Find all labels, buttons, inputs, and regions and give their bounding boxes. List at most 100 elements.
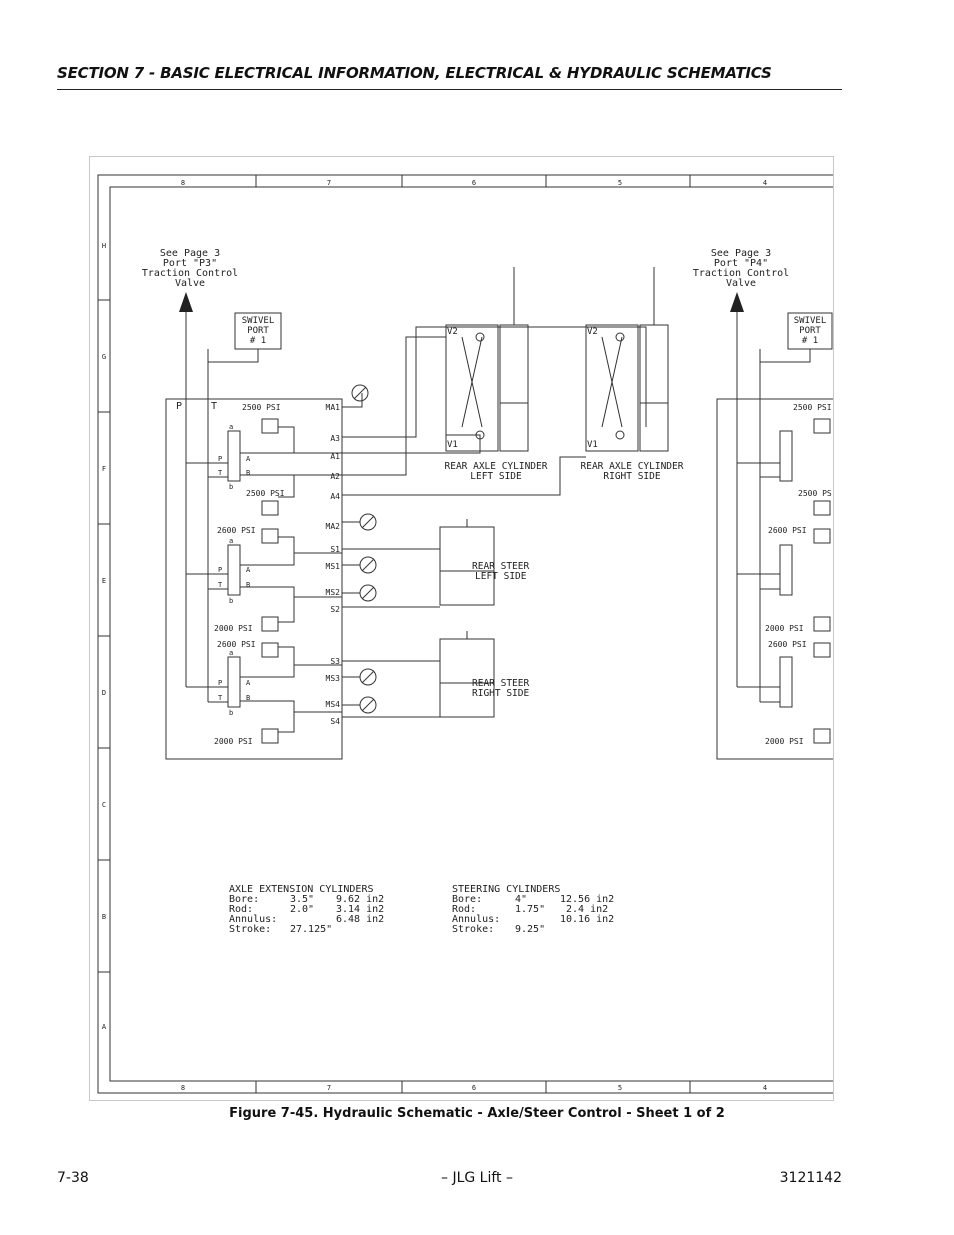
zone-top-6: 6 [472,179,476,187]
section-title: SECTION 7 - BASIC ELECTRICAL INFORMATION… [57,64,772,82]
valve-2-A: A [246,566,251,574]
valve-1-t: T [218,469,223,477]
axle-cyl-right-label-1: REAR AXLE CYLINDER [581,461,684,472]
port-ma1: MA1 [326,403,341,412]
left-note-line-3: Traction Control [142,268,238,279]
axle-spec-bore-area: 9.62 in2 [336,894,384,905]
right-pressure-label-5: 2600 PSI [768,640,807,649]
port-ms3: MS3 [326,674,341,683]
zone-top-7: 7 [327,179,331,187]
schematic-figure: 8 7 6 5 4 8 7 6 5 4 H G F E D C B A See … [89,156,834,1101]
steer-spec-annulus-label: Annulus: [452,914,500,925]
zone-top-4: 4 [763,179,767,187]
port-ma2: MA2 [326,522,341,531]
axle-cyl-right-label-2: RIGHT SIDE [603,471,660,482]
axle-spec-bore-value: 3.5" [290,894,314,905]
steer-spec-bore-label: Bore: [452,894,482,905]
right-pressure-label-6: 2000 PSI [765,737,804,746]
zone-bottom-8: 8 [181,1084,185,1092]
manifold-t-label: T [211,401,217,412]
pressure-label-6: 2000 PSI [214,737,253,746]
port-a1: A1 [330,452,340,461]
port-a2: A2 [330,472,340,481]
valve-1-b: b [229,483,233,491]
zone-top-8: 8 [181,179,185,187]
document-number: 3121142 [779,1170,842,1186]
swivel-left-label-2: PORT [247,326,269,336]
port-ms1: MS1 [326,562,341,571]
swivel-right-label-3: # 1 [802,336,818,346]
valve-3-p: P [218,679,222,687]
zone-side-a: A [102,1023,107,1031]
valve-2-a: a [229,537,233,545]
steer-left-label-1: REAR STEER [472,561,529,572]
axle-spec-title: AXLE EXTENSION CYLINDERS [229,884,374,895]
steer-right-label-1: REAR STEER [472,678,529,689]
pressure-label-3: 2600 PSI [217,526,256,535]
steer-spec-rod-value: 1.75" [515,904,545,915]
axle-spec-rod-label: Rod: [229,904,253,915]
steer-spec-rod-label: Rod: [452,904,476,915]
port-s3: S3 [330,657,340,666]
zone-side-c: C [102,801,106,809]
valve-2-b: b [229,597,233,605]
steer-spec-stroke-value: 9.25" [515,924,545,935]
port-ms4: MS4 [326,700,341,709]
axle-spec-rod-value: 2.0" [290,904,314,915]
page-number: 7-38 [57,1170,89,1186]
pressure-label-2: 2500 PSI [246,489,285,498]
zone-side-e: E [102,577,106,585]
port-a3: A3 [330,434,340,443]
right-cbv-v2: V2 [587,327,598,337]
manifold-p-label: P [176,401,182,412]
axle-spec-stroke-label: Stroke: [229,924,271,935]
axle-spec-stroke-value: 27.125" [290,924,332,935]
port-s2: S2 [330,605,340,614]
axle-spec-rod-area: 3.14 in2 [336,904,384,915]
port-s4: S4 [330,717,340,726]
left-note-line-4: Valve [175,278,205,289]
figure-caption: Figure 7-45. Hydraulic Schematic - Axle/… [229,1106,725,1121]
right-traction-arrow-icon [730,292,744,312]
right-cbv-v1: V1 [587,440,598,450]
footer-brand: – JLG Lift – [441,1170,513,1186]
axle-spec-annulus-label: Annulus: [229,914,277,925]
axle-cyl-left-label-1: REAR AXLE CYLINDER [445,461,548,472]
zone-side-b: B [102,913,106,921]
swivel-left-label-3: # 1 [250,336,266,346]
right-note-line-1: See Page 3 [711,248,771,259]
zone-bottom-4: 4 [763,1084,767,1092]
port-ms2: MS2 [326,588,341,597]
steer-spec-annulus-area: 10.16 in2 [560,914,614,925]
right-note-line-3: Traction Control [693,268,789,279]
valve-3-b: b [229,709,233,717]
zone-side-h: H [102,242,106,250]
valve-2-p: P [218,566,222,574]
left-traction-arrow-icon [179,292,193,312]
swivel-right-label-2: PORT [799,326,821,336]
zone-bottom-7: 7 [327,1084,331,1092]
right-pressure-label-4: 2000 PSI [765,624,804,633]
axle-spec-bore-label: Bore: [229,894,259,905]
valve-1-p: P [218,455,222,463]
steer-left-label-2: LEFT SIDE [475,571,527,582]
manifold-left [165,398,343,760]
steer-spec-title: STEERING CYLINDERS [452,884,560,895]
header-rule [57,89,842,90]
zone-bottom-6: 6 [472,1084,476,1092]
port-s1: S1 [330,545,340,554]
zone-side-d: D [102,689,106,697]
valve-2-t: T [218,581,223,589]
left-note-line-2: Port "P3" [163,258,217,269]
right-note-line-4: Valve [726,278,756,289]
steer-spec-bore-value: 4" [515,894,527,905]
valve-3-B: B [246,694,250,702]
pressure-label-5: 2600 PSI [217,640,256,649]
valve-1-a: a [229,423,233,431]
pressure-label-4: 2000 PSI [214,624,253,633]
left-cbv-v1: V1 [447,440,458,450]
valve-2-B: B [246,581,250,589]
axle-cyl-left-label-2: LEFT SIDE [470,471,522,482]
valve-1-B: B [246,469,250,477]
swivel-left-label-1: SWIVEL [242,316,275,326]
